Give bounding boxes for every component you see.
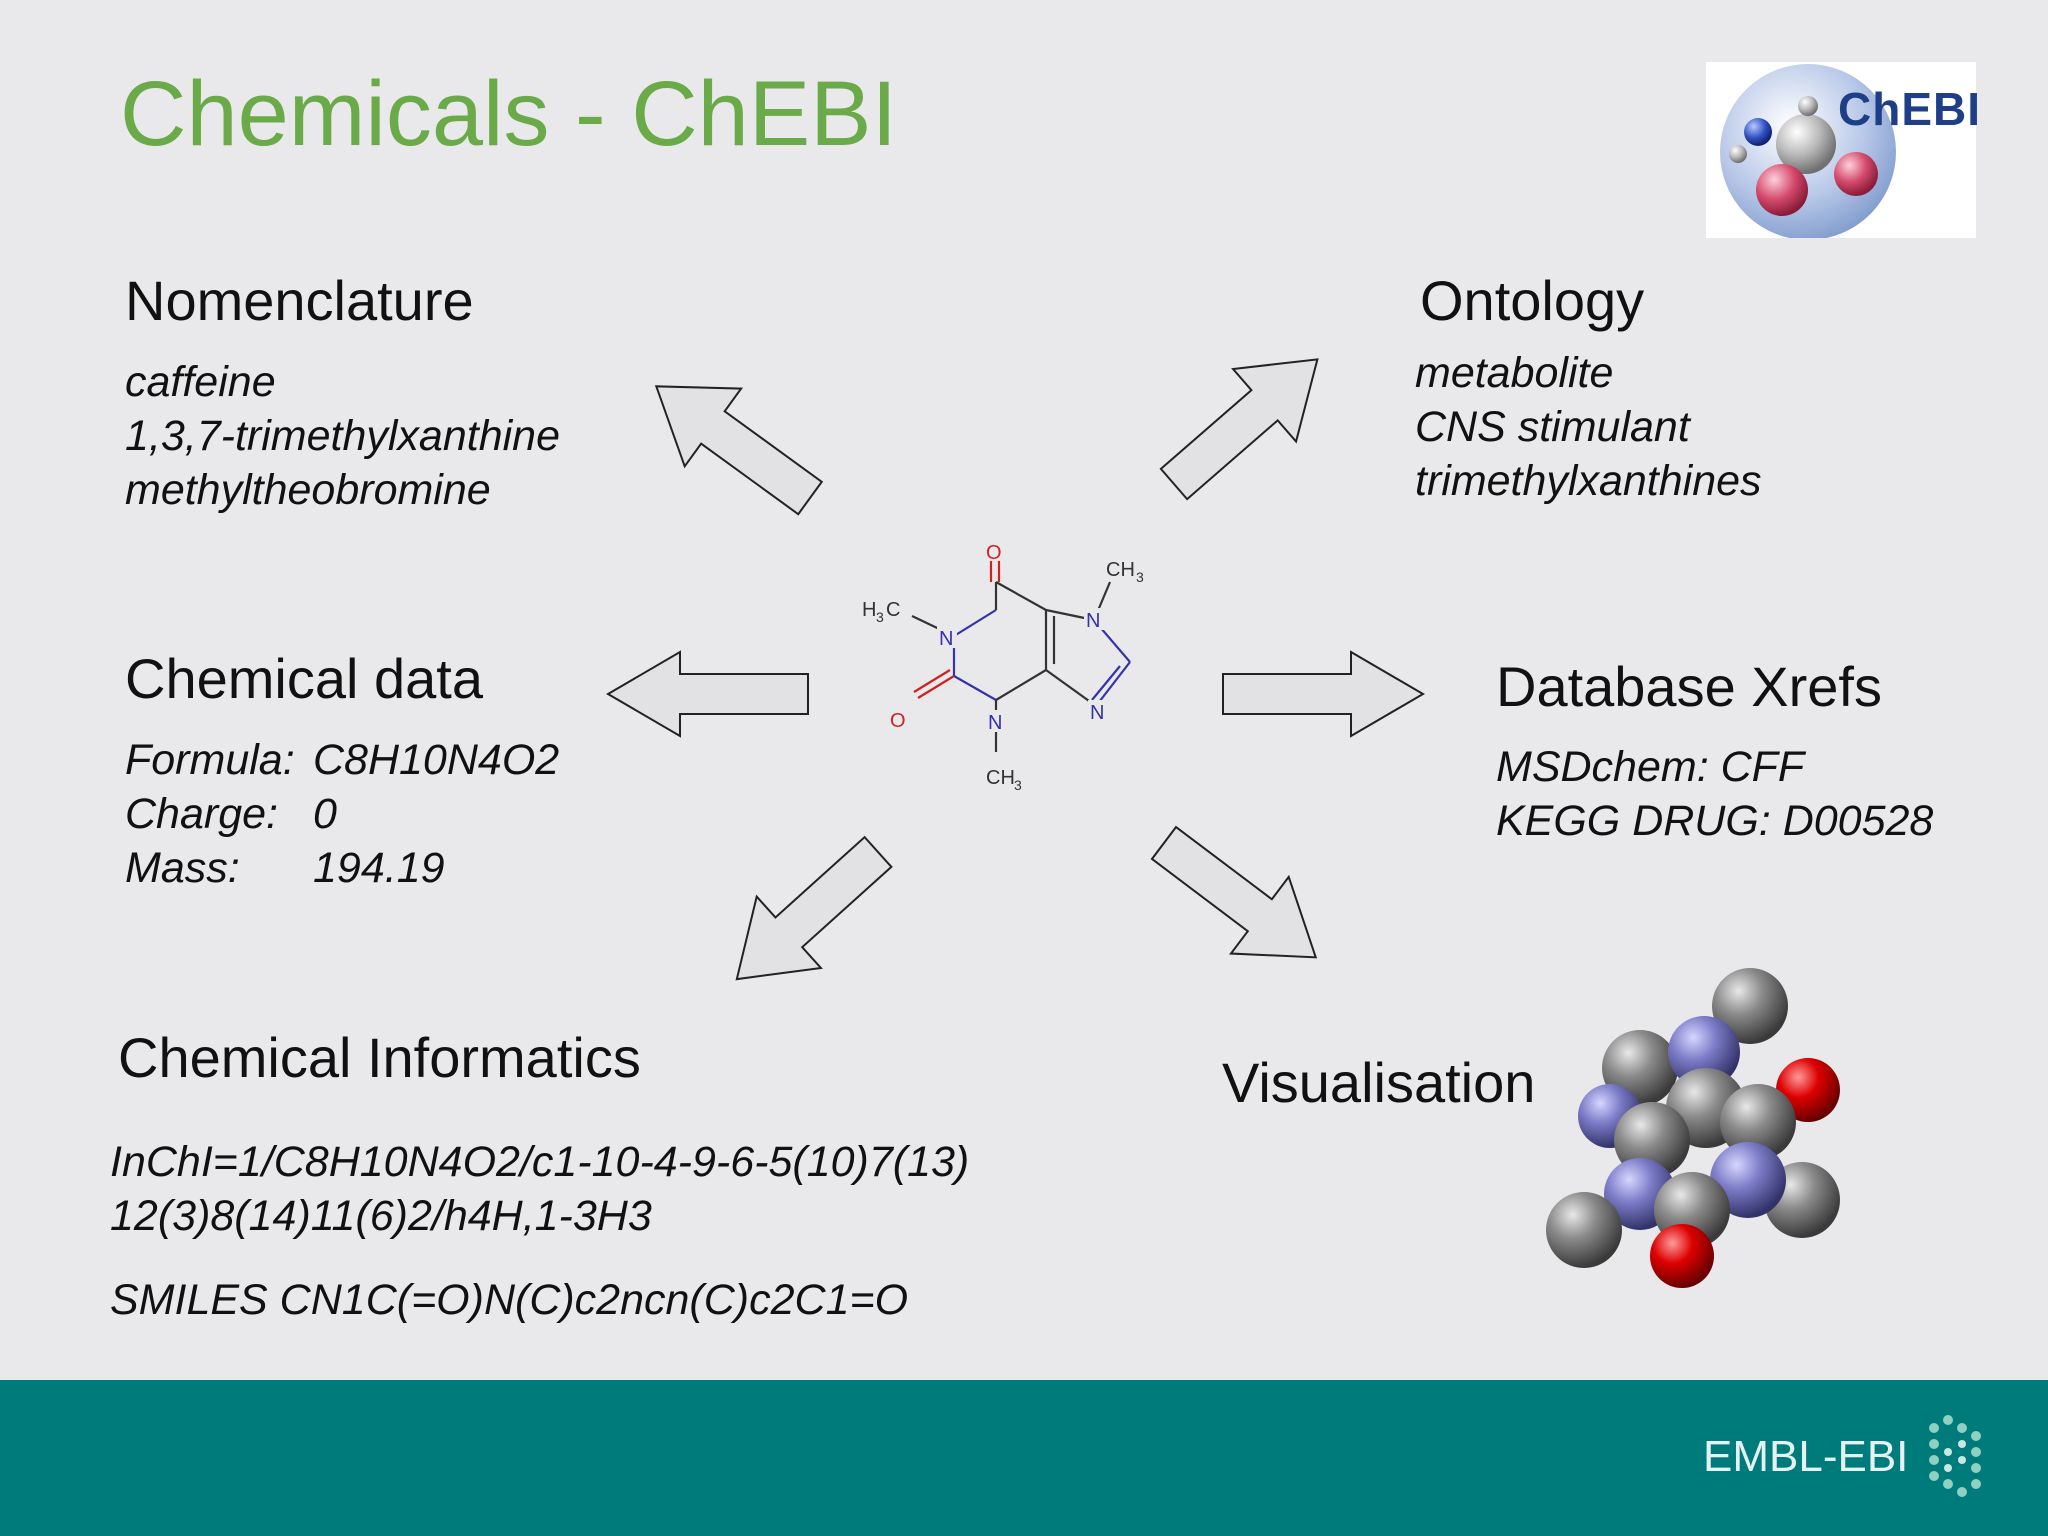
ontology-heading: Ontology	[1420, 269, 1645, 332]
chemical-data-row: Mass: 194.19	[125, 841, 559, 895]
visualisation-heading: Visualisation	[1222, 1051, 1536, 1114]
atom-n1: N	[939, 628, 953, 650]
charge-label: Charge:	[125, 790, 278, 838]
atom-n7: N	[1086, 610, 1100, 632]
xrefs-list: MSDchem: CFF KEGG DRUG: D00528	[1496, 740, 1933, 848]
nomenclature-item: methyltheobromine	[125, 466, 491, 514]
chebi-logo-graphic	[1720, 64, 1896, 238]
nomenclature-item: 1,3,7-trimethylxanthine	[125, 412, 560, 460]
ontology-item: trimethylxanthines	[1415, 457, 1762, 505]
ontology-item: CNS stimulant	[1415, 403, 1690, 451]
diagram-graphics: O CH 3 H 3 C N N N N O CH 3	[606, 358, 1840, 1288]
embl-ebi-logo-text: EMBL-EBI	[1703, 1432, 1909, 1481]
atom-n9: N	[1090, 702, 1104, 724]
mass-value: 194.19	[313, 844, 445, 892]
subscript-3: 3	[1014, 777, 1022, 793]
chemical-data-table: Formula: C8H10N4O2 Charge: 0 Mass: 194.1…	[125, 733, 559, 895]
formula-label: Formula:	[125, 736, 295, 784]
xref-item: MSDchem: CFF	[1496, 743, 1805, 791]
ontology-list: metabolite CNS stimulant trimethylxanthi…	[1415, 346, 1762, 508]
arrow-chemical-informatics	[735, 835, 893, 981]
svg-text:C: C	[886, 599, 900, 621]
charge-value: 0	[313, 790, 337, 838]
atom-h3c: H	[862, 599, 876, 621]
atom-o-left: O	[890, 710, 906, 732]
footer-bar	[0, 1380, 2048, 1536]
chemical-data-row: Charge: 0	[125, 787, 559, 841]
nomenclature-heading: Nomenclature	[125, 269, 474, 332]
arrow-nomenclature	[654, 385, 824, 516]
xrefs-heading: Database Xrefs	[1496, 655, 1882, 718]
inchi-line: InChI=1/C8H10N4O2/c1-10-4-9-6-5(10)7(13)	[110, 1138, 970, 1186]
arrow-ontology	[1159, 358, 1319, 501]
chemical-data-row: Formula: C8H10N4O2	[125, 733, 559, 787]
subscript-3: 3	[1136, 569, 1144, 585]
chebi-logo-text: ChEBI	[1838, 83, 1981, 135]
arrow-chemical-data	[606, 650, 809, 738]
atom-ch3-bottom: CH	[986, 767, 1015, 789]
mass-label: Mass:	[125, 844, 240, 892]
informatics-heading: Chemical Informatics	[118, 1026, 641, 1089]
formula-value: C8H10N4O2	[313, 736, 560, 784]
ontology-item: metabolite	[1415, 349, 1614, 397]
subscript-3: 3	[876, 609, 884, 625]
arrow-visualisation	[1150, 825, 1318, 959]
arrow-database-xrefs	[1222, 650, 1425, 738]
nomenclature-item: caffeine	[125, 358, 276, 406]
smiles-string: SMILES CN1C(=O)N(C)c2ncn(C)c2C1=O	[110, 1276, 909, 1324]
inchi-block: InChI=1/C8H10N4O2/c1-10-4-9-6-5(10)7(13)…	[110, 1135, 969, 1243]
atom-ch3-top: CH	[1106, 559, 1135, 581]
embl-ebi-logo-icon	[1929, 1415, 1981, 1497]
nomenclature-list: caffeine 1,3,7-trimethylxanthine methylt…	[125, 355, 560, 517]
atom-o-top: O	[986, 542, 1002, 564]
atom-n3: N	[988, 712, 1002, 734]
page-title: Chemicals - ChEBI	[120, 63, 898, 165]
structure-labels: O CH 3 H 3 C N N N N O CH 3	[862, 535, 1144, 793]
caffeine-3d-model	[1546, 968, 1840, 1288]
chemical-data-heading: Chemical data	[125, 647, 483, 710]
inchi-line: 12(3)8(14)11(6)2/h4H,1-3H3	[110, 1192, 652, 1240]
xref-item: KEGG DRUG: D00528	[1496, 797, 1934, 845]
chebi-logo	[1706, 62, 1976, 238]
